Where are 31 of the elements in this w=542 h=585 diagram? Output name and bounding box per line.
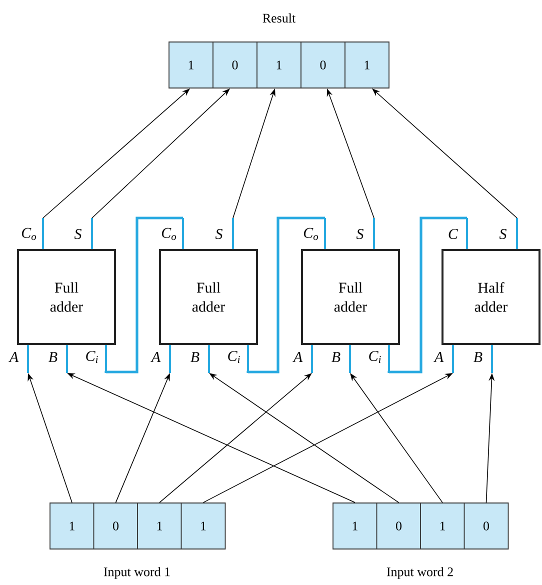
carry-line (388, 216, 467, 374)
pin-label: C$_{o}$ (22, 228, 36, 240)
pin-label: A (150, 352, 161, 362)
bit-cell: 0 (376, 502, 422, 550)
pin-label: A (292, 352, 303, 362)
carry-line (104, 216, 183, 374)
pin-label: C (448, 228, 458, 240)
pin-label: C$_{i}$ (228, 350, 240, 364)
carry-line (246, 216, 325, 374)
pin-label: C$_{o}$ (304, 228, 318, 240)
pin-label: A (8, 352, 19, 362)
bit-cell: 0 (93, 502, 138, 550)
pin-label: A (434, 352, 444, 362)
pin-label: C$_{i}$ (369, 350, 381, 364)
bit-cell: 1 (180, 502, 226, 550)
bit-cell: 1 (420, 502, 465, 550)
register-label: Result (262, 13, 296, 23)
bit-cell: 1 (50, 502, 94, 550)
signal-arrow (159, 373, 312, 503)
register-label: Input word 2 (386, 567, 453, 579)
bit-cell: 1 (168, 42, 214, 88)
bit-cell: 0 (212, 42, 258, 88)
register-label: Input word 1 (104, 567, 170, 579)
bit-cell: 1 (332, 502, 378, 550)
bit-cell: 1 (344, 42, 390, 88)
bit-cell: 1 (137, 502, 182, 550)
pin-label: C$_{o}$ (162, 228, 176, 240)
bit-cell: 0 (300, 42, 346, 88)
pin-label: C$_{i}$ (86, 350, 98, 364)
bit-cell: 1 (256, 42, 302, 88)
bit-cell: 0 (464, 502, 509, 550)
